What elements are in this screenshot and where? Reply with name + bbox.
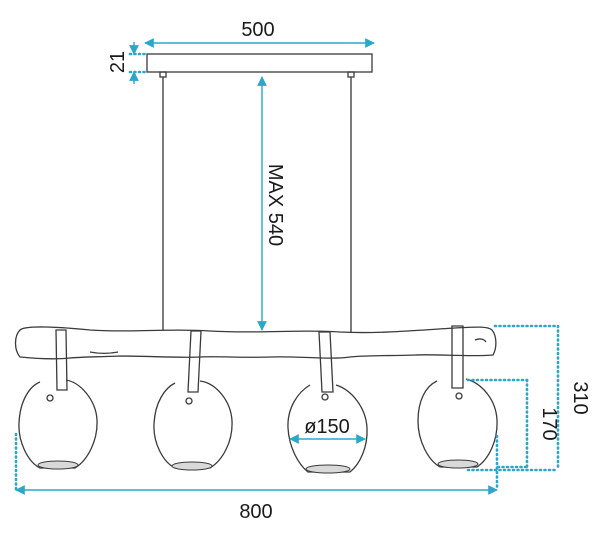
canopy-width-label: 500 [241, 19, 274, 41]
canopy-height-label: 21 [107, 51, 129, 73]
glass-shade-2 [153, 380, 233, 469]
shade-diameter-label: ø150 [304, 416, 350, 438]
shade-bottom-4 [437, 459, 479, 469]
strap-rivet-2 [185, 397, 193, 405]
pendant-lamp-4 [417, 325, 498, 469]
canopy-clip-left [159, 71, 167, 78]
shade-height-label: 170 [538, 407, 560, 440]
beam-knot-1 [89, 351, 119, 355]
leather-strap-2 [187, 330, 202, 393]
total-width-dimension: 800 [14, 432, 499, 523]
leather-strap-4 [451, 325, 464, 389]
pendant-lamp-1 [18, 329, 98, 470]
total-width-label: 800 [239, 501, 272, 523]
max-suspension-label: MAX 540 [264, 164, 286, 246]
glass-shade-1 [18, 379, 98, 469]
total-height-label: 310 [569, 381, 591, 414]
strap-rivet-4 [455, 392, 463, 400]
wooden-beam [14, 326, 497, 360]
shade-height-dimension: 170 [466, 378, 560, 469]
canopy-plate [146, 53, 373, 73]
leather-strap-3 [318, 331, 334, 393]
leather-strap-1 [55, 329, 68, 391]
canopy-width-dimension: 500 [144, 19, 375, 48]
shade-bottom-2 [171, 461, 213, 471]
strap-rivet-1 [46, 394, 54, 402]
strap-rivet-3 [321, 393, 329, 401]
ceiling-canopy [146, 53, 373, 78]
max-suspension-dimension: MAX 540 [257, 76, 286, 331]
shade-bottom-1 [37, 460, 79, 470]
beam-knot-2 [474, 338, 487, 343]
total-height-dimension: 310 [466, 324, 591, 472]
glass-shade-4 [417, 378, 498, 468]
pendant-lamp-2 [153, 330, 233, 471]
canopy-height-dimension: 21 [107, 42, 149, 84]
canopy-clip-right [347, 71, 355, 78]
pendant-lamp-3: ø150 [287, 331, 368, 474]
shade-bottom-3 [305, 464, 351, 474]
